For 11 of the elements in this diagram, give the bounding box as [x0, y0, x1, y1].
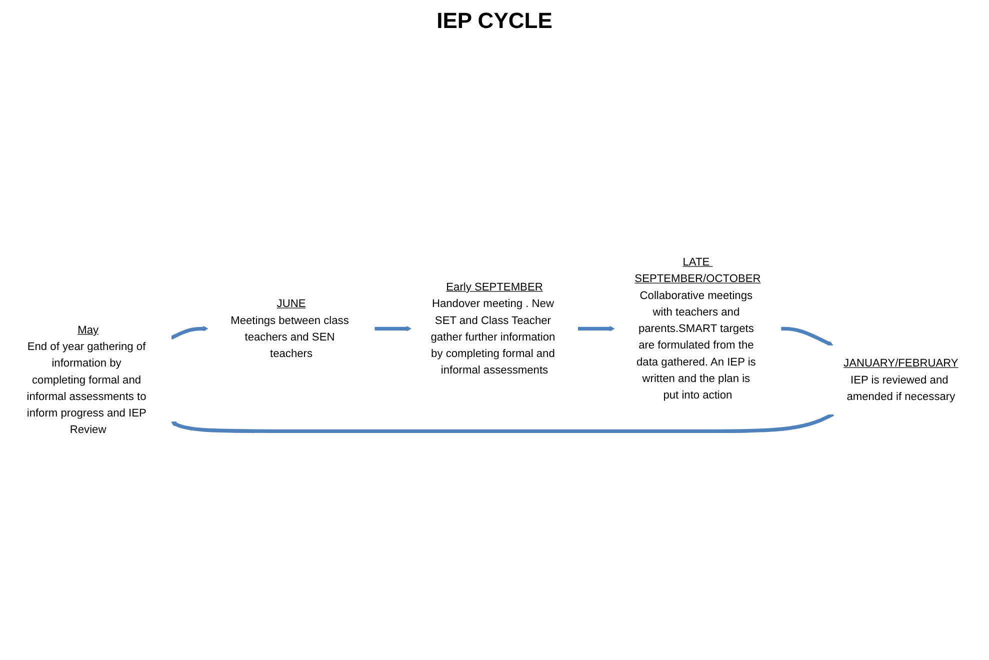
arrow — [780, 326, 834, 346]
node-text: May End of year gathering of information by completing formal and informal assessments to inform progress and IEP Review — [26, 324, 146, 436]
arrow — [374, 326, 412, 332]
arrow — [170, 326, 208, 340]
arrow — [170, 412, 834, 434]
node-text: JANUARY/FEBRUARY IEP is reviewed and amended if necessary — [844, 356, 958, 402]
diagram-title: IEP CYCLE — [436, 8, 554, 34]
arrow — [578, 326, 615, 332]
node-text: Early SEPTEMBER Handover meeting . New SET and Class Teacher gather further information by completing formal and informal assessments — [430, 280, 556, 376]
node-text: JUNE Meetings between class teachers and SEN teachers — [230, 297, 349, 360]
node-text: LATE SEPTEMBER/OCTOBER Collaborative meetings with teachers and parents.SMART targets are formulated from the data gathered. An IEP is written and the plan is put into action — [634, 256, 761, 402]
